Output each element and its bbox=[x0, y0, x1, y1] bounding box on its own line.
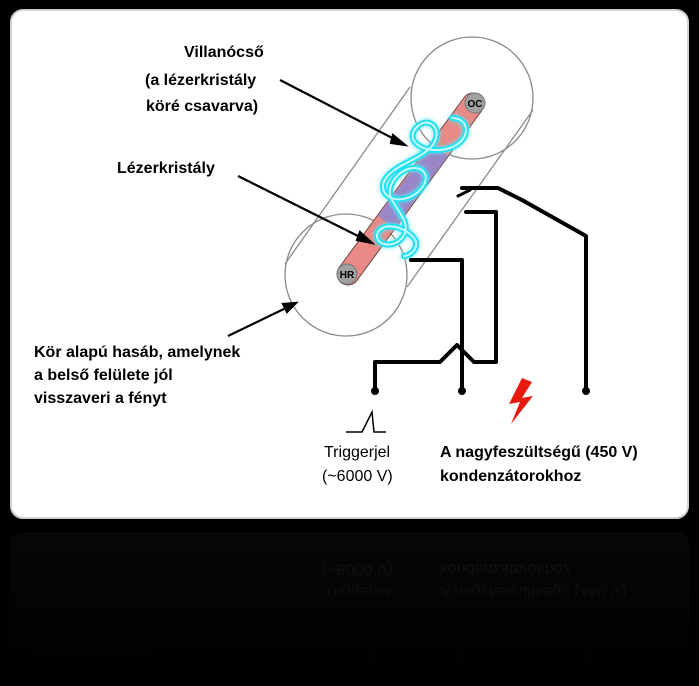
crystal-label: Lézerkristály bbox=[117, 160, 215, 177]
trigger-label-1: Triggerjel bbox=[324, 444, 390, 461]
flashtube-label-1: Villanócső bbox=[184, 44, 264, 61]
hr-mirror bbox=[336, 263, 358, 285]
cylinder-near-end bbox=[284, 213, 408, 337]
pulse-icon bbox=[346, 409, 386, 433]
pointer-arrows bbox=[227, 79, 409, 337]
oc-mirror bbox=[464, 92, 486, 114]
wiring bbox=[373, 186, 588, 392]
flashtube-label-3: köré csavarva) bbox=[146, 98, 258, 115]
hr-label: HR bbox=[340, 270, 355, 281]
cylinder-far-end bbox=[410, 36, 534, 160]
cylinder-arrow bbox=[227, 305, 291, 337]
crystal-wire bbox=[409, 258, 464, 392]
flashtube-coil bbox=[373, 115, 469, 259]
oc-label: OC bbox=[468, 99, 483, 110]
cylinder-label-1: Kör alapú hasáb, amelynek bbox=[34, 344, 240, 361]
capacitor-wire bbox=[460, 186, 588, 392]
capacitor-label-1: A nagyfeszültségű (450 V) bbox=[440, 444, 638, 461]
cylinder-label-3: visszaveri a fényt bbox=[34, 390, 167, 407]
flashtube-arrow bbox=[279, 79, 401, 143]
reflection: Triggerjel (~6000 V) A nagyfeszültségű (… bbox=[9, 532, 690, 686]
flashtube-label-2: (a lézerkristály bbox=[145, 72, 256, 89]
cylinder-label-2: a belső felülete jól bbox=[34, 367, 173, 384]
crystal-arrow bbox=[237, 175, 367, 241]
trigger-wire bbox=[373, 210, 498, 392]
terminals bbox=[371, 387, 590, 395]
trigger-label-2: (~6000 V) bbox=[322, 468, 393, 485]
reflective-cylinder bbox=[284, 36, 534, 337]
capacitor-label-2: kondenzátorokhoz bbox=[440, 468, 581, 485]
lightning-bolt-icon bbox=[509, 378, 533, 424]
